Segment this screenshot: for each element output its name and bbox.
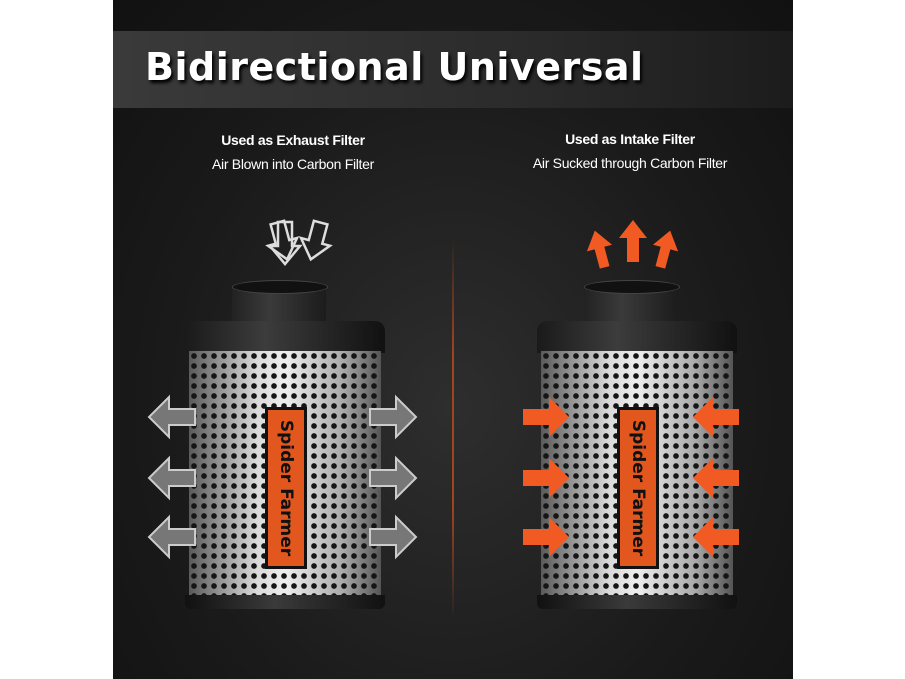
left-heading: Used as Exhaust Filter: [221, 132, 365, 148]
intake-filter-illustration: Spider Farmer: [537, 280, 737, 615]
filter-base: [537, 595, 737, 609]
divider: [452, 240, 454, 620]
title-banner: Bidirectional Universal: [113, 31, 793, 108]
airflow-arrows: [148, 219, 739, 558]
filter-base: [185, 595, 385, 609]
product-image: Bidirectional Universal Used as Exhaust …: [113, 0, 793, 679]
inward-arrows-icon: [523, 397, 739, 557]
filter-collar: [232, 280, 328, 325]
outward-arrows-icon: [148, 396, 417, 558]
up-arrows-icon: [586, 220, 679, 269]
filter-lid: [185, 321, 385, 353]
right-subheading: Air Sucked through Carbon Filter: [532, 155, 728, 171]
brand-logo: Spider Farmer: [617, 407, 659, 569]
right-heading: Used as Intake Filter: [565, 131, 695, 147]
down-arrows-icon: [265, 219, 333, 266]
left-caption: Used as Exhaust Filter Air Blown into Ca…: [143, 132, 443, 172]
filter-collar: [584, 280, 680, 325]
brand-logo: Spider Farmer: [265, 407, 307, 569]
exhaust-filter-illustration: Spider Farmer: [185, 280, 385, 615]
filter-lid: [537, 321, 737, 353]
title: Bidirectional Universal: [145, 45, 644, 89]
left-subheading: Air Blown into Carbon Filter: [212, 156, 374, 172]
right-caption: Used as Intake Filter Air Sucked through…: [480, 131, 780, 171]
